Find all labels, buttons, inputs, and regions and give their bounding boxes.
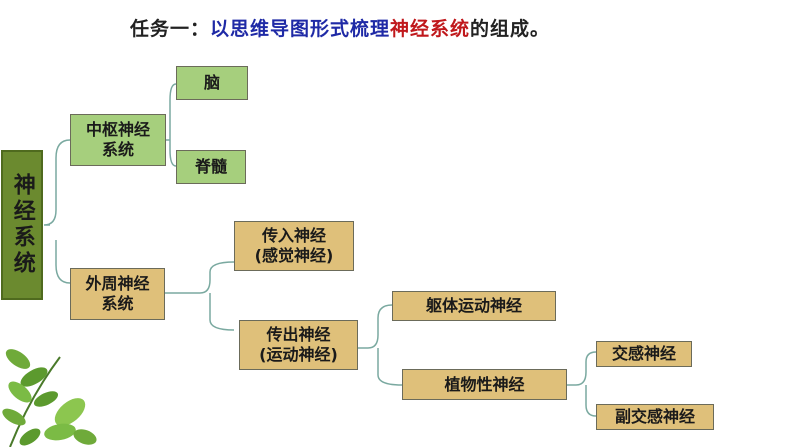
node-label-pns: 外周神经 系统 [85,274,150,313]
node-peripheral-nervous-system: 外周神经 系统 [70,268,165,320]
node-afferent-nerve: 传入神经 (感觉神经) [234,221,354,271]
bracket-pns [165,261,235,331]
title-part-instruction: 以思维导图形式梳理 [210,18,391,40]
node-label-spinal: 脊髓 [194,157,227,176]
node-central-nervous-system: 中枢神经 系统 [70,114,166,166]
node-label-autonomic: 植物性神经 [444,374,525,394]
bracket-root [43,139,71,284]
node-label-somatic: 躯体运动神经 [425,296,522,315]
node-efferent-nerve: 传出神经 (运动神经) [239,320,358,370]
node-label-afferent: 传入神经 (感觉神经) [254,226,334,265]
node-label-sympathetic: 交感神经 [611,344,676,363]
bracket-autonomic [567,351,597,417]
page-title: 任务一：以思维导图形式梳理神经系统的组成。 [130,14,550,41]
node-autonomic-nerve: 植物性神经 [402,369,567,400]
node-spinal-cord: 脊髓 [176,150,246,184]
node-label-brain: 脑 [203,73,220,92]
bracket-efferent [358,304,403,386]
leaf-decoration-icon [2,349,97,447]
root-node-nervous-system: 神经系统 [1,150,43,300]
node-label-cns: 中枢神经 系统 [85,120,150,159]
title-part-task: 任务一： [130,18,211,40]
title-part-highlight: 神经系统 [390,18,471,40]
node-brain: 脑 [176,66,248,100]
node-label-parasympathetic: 副交感神经 [614,407,695,426]
bracket-cns [166,83,177,167]
node-sympathetic-nerve: 交感神经 [596,341,692,367]
node-parasympathetic-nerve: 副交感神经 [596,404,714,430]
node-somatic-motor-nerve: 躯体运动神经 [392,291,556,321]
root-node-label: 神经系统 [9,173,35,277]
node-label-efferent: 传出神经 (运动神经) [259,325,338,364]
title-part-end: 的组成。 [470,18,551,40]
